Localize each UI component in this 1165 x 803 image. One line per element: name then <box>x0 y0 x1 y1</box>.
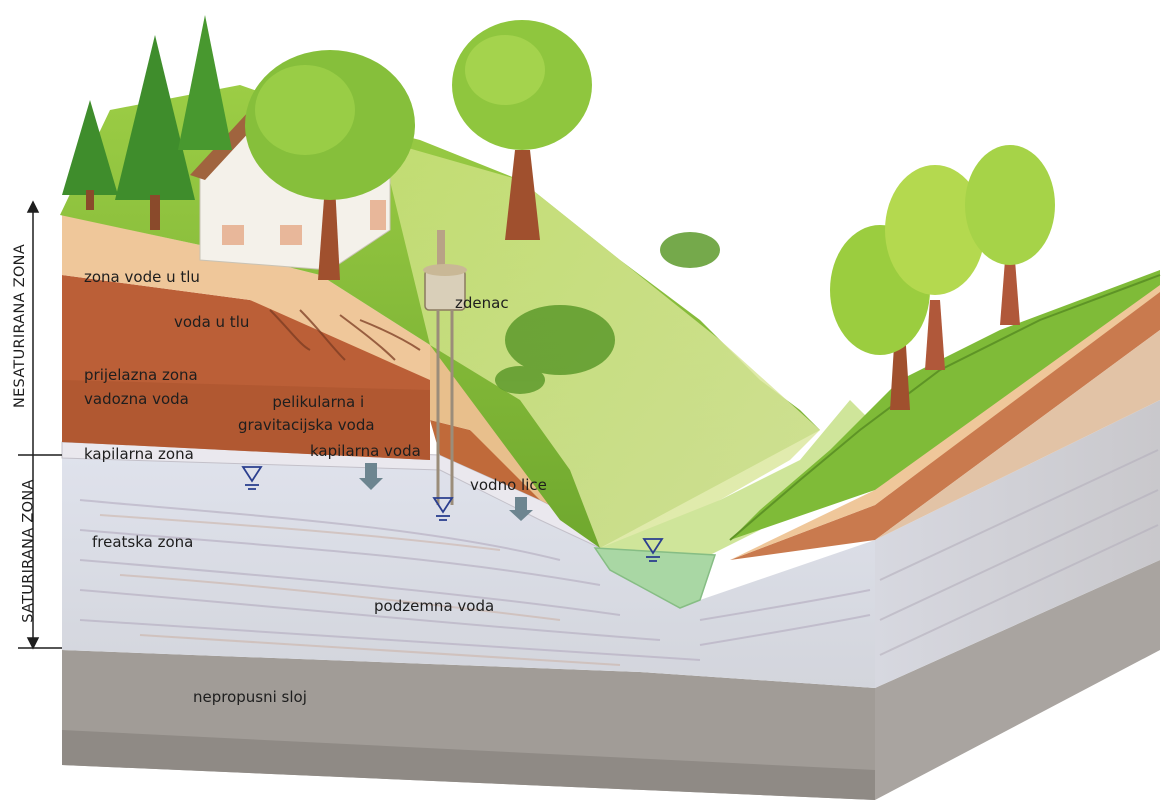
transition-zone-label: prijelazna zona vadozna voda <box>84 366 198 408</box>
capillary-water-label: kapilarna voda <box>310 442 421 460</box>
pellicular-water-label: pelikularna i gravitacijska voda <box>252 393 375 434</box>
phreatic-zone-label: freatska zona <box>92 533 193 551</box>
arrow-up-icon <box>28 202 38 212</box>
unsaturated-zone-label: NESATURIRANA ZONA <box>12 244 28 408</box>
well-label: zdenac <box>455 294 509 312</box>
transition-zone-text: prijelazna zona <box>84 366 198 384</box>
pellicular-line2: gravitacijska voda <box>238 416 375 434</box>
pellicular-line1: pelikularna i <box>252 393 375 411</box>
arrow-down-icon <box>28 638 38 648</box>
groundwater-label: podzemna voda <box>374 597 494 615</box>
saturated-zone-label: SATURIRANA ZONA <box>21 479 37 622</box>
soil-water-label: voda u tlu <box>174 313 249 331</box>
impermeable-layer-label: nepropusni sloj <box>193 688 307 706</box>
capillary-zone-label: kapilarna zona <box>84 445 194 463</box>
water-table-label: vodno lice <box>470 476 547 494</box>
vadose-water-text: vadozna voda <box>84 390 198 408</box>
soil-water-zone-label: zona vode u tlu <box>84 268 200 286</box>
